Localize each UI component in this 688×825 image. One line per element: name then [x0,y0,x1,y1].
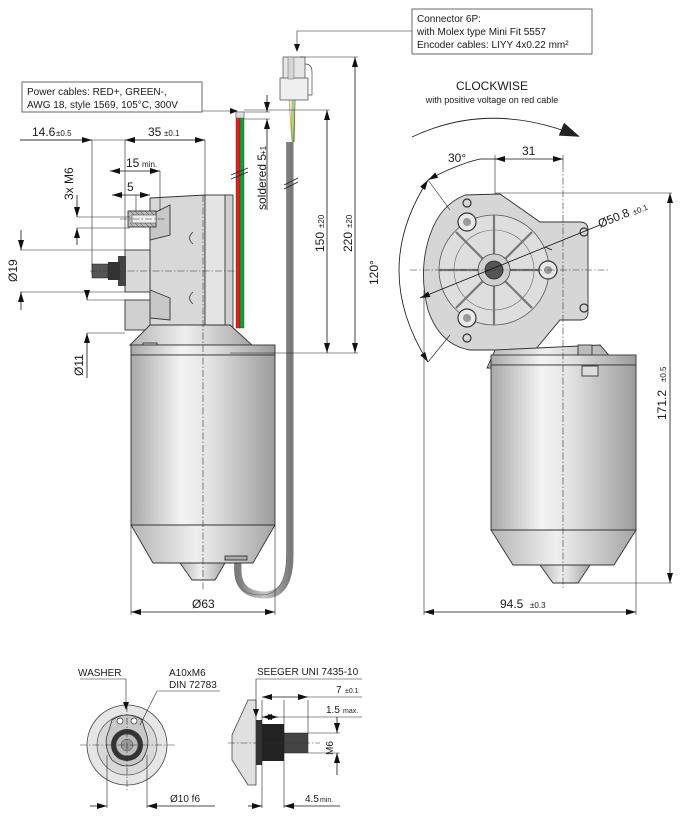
len-220-tol: ±20 [345,214,354,228]
green-cable [239,111,245,329]
motor-housing-side [90,195,276,590]
angle-120: 120° [367,260,381,285]
side-view: 14.6 ±0.5 35 ±0.1 15 min. 5 3x M6 Ø19 [6,56,358,615]
molex-connector [279,56,313,101]
len-220: 220 [341,232,355,252]
width-tol: ±0.3 [530,601,546,610]
dia-63: Ø63 [192,597,215,611]
rotation-title: CLOCKWISE [456,79,528,93]
side-dimensions: 14.6 ±0.5 35 ±0.1 15 min. 5 3x M6 Ø19 [6,56,358,615]
front-view: CLOCKWISE with positive voltage on red c… [367,79,673,615]
dim-1-5: 1.5 [326,705,340,716]
dia-11: Ø11 [72,354,86,376]
dim-35: 35 [148,125,162,139]
soldered-5: soldered 5 [255,154,269,210]
dim-1-5-tol: max. [343,708,358,715]
angle-30: 30° [448,151,466,165]
height-tol: ±0.5 [659,366,668,382]
power-cables-callout: Power cables: RED+, GREEN-, AWG 18, styl… [21,81,238,114]
motor-housing-front [410,165,637,590]
dim-7: 7 [336,685,342,696]
dim-14-6: 14.6 [32,125,56,139]
dia-50-8-tol: ±0.1 [631,202,649,216]
dim-15-tol: min. [142,160,157,169]
seeger-label: SEEGER UNI 7435-10 [257,667,359,678]
dim-15: 15 [126,156,140,170]
clockwise-arrow-icon [411,117,580,138]
rotation-subtitle: with positive voltage on red cable [425,95,559,105]
dim-31: 31 [522,144,536,158]
connector-line-2: with Molex type Mini Fit 5557 [416,27,546,38]
red-cable [235,111,241,329]
dia-19: Ø19 [6,259,20,282]
key-label-2: DIN 72783 [169,680,217,691]
power-line-1: Power cables: RED+, GREEN-, [27,87,167,98]
thread-3x-m6: 3x M6 [62,167,76,200]
dim-4-5-tol: min. [320,797,333,804]
shaft-end-view: WASHER A10xM6 DIN 72783 Ø10 f6 [78,668,220,809]
len-150: 150 [313,232,327,252]
connector-line-1: Connector 6P: [417,14,481,25]
shaft-side-view: SEEGER UNI 7435-10 7 ±0.1 1.5 max. M6 4.… [228,667,362,809]
dim-7-tol: ±0.1 [345,688,359,695]
dim-5: 5 [127,180,134,194]
front-dimensions: 31 30° 120° Ø50.8 ±0.1 171.2 ±0.5 94.5 ±… [367,144,673,615]
gearbox-side [91,194,254,352]
washer-label: WASHER [78,668,122,679]
connector-callout: Connector 6P: with Molex type Mini Fit 5… [294,8,593,55]
connector-line-3: Encoder cables: LIYY 4x0.22 mm² [417,40,569,51]
dia-10-f6: Ø10 f6 [170,794,200,805]
soldered-tol: +1 [259,145,268,155]
dim-35-tol: ±0.1 [164,129,180,138]
height-171-2: 171.2 [655,390,669,420]
len-150-tol: ±20 [317,214,326,228]
dia-50-8: Ø50.8 [596,205,632,230]
dim-4-5: 4.5 [305,794,319,805]
width-94-5: 94.5 [500,597,524,611]
power-line-2: AWG 18, style 1569, 105°C, 300V [27,100,178,111]
gear-housing-front [423,193,621,369]
thread-m6: M6 [325,741,336,755]
key-label-1: A10xM6 [169,668,206,679]
dim-14-6-tol: ±0.5 [56,129,72,138]
